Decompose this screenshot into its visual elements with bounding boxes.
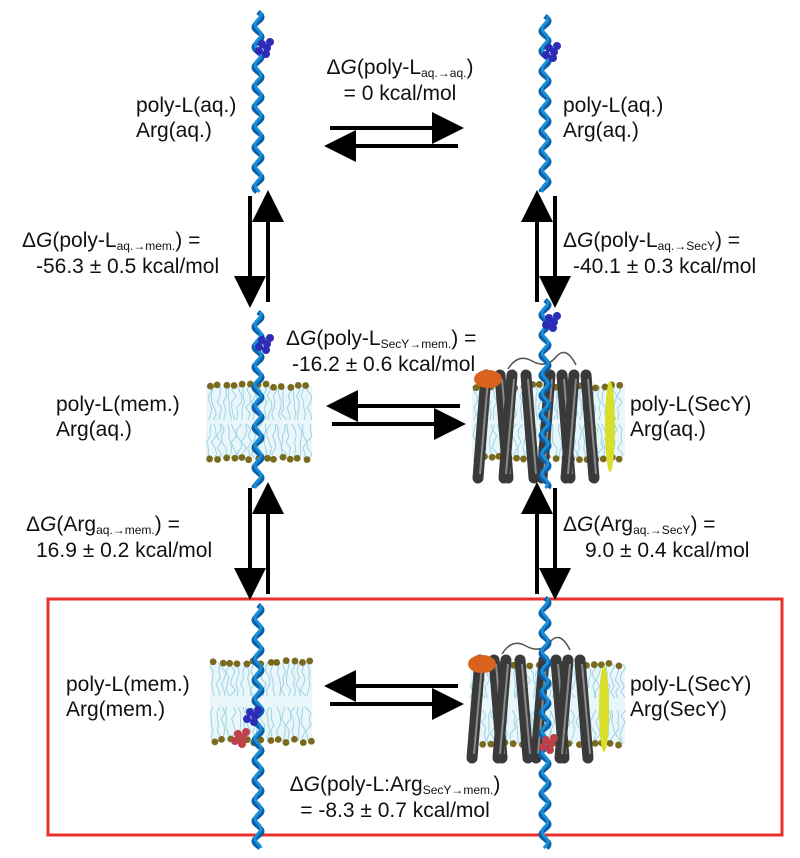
state-bot-left-line2: Arg(mem.) — [66, 698, 166, 721]
state-bot-right-line1: poly-L(SecY) — [630, 673, 752, 696]
arginine-mem-bot-left — [231, 728, 250, 748]
dg-bottom: ΔG(poly-L:ArgSecY→mem.) = -8.3 ± 0.7 kca… — [210, 772, 580, 824]
arginine-mid-left — [255, 334, 274, 354]
dg-right-upper: ΔG(poly-Laq.→SecY) = -40.1 ± 0.3 kcal/mo… — [563, 229, 757, 278]
secy-translocon-bot-right — [466, 636, 609, 764]
dg-left-lower-value: 16.9 ± 0.2 kcal/mol — [36, 539, 213, 562]
dg-top-value: = 0 kcal/mol — [343, 82, 457, 105]
arginine-top-left — [255, 38, 274, 58]
state-top-left-line2: Arg(aq.) — [136, 119, 212, 142]
state-mid-right-line1: poly-L(SecY) — [630, 393, 752, 416]
dg-right-lower: ΔG(Argaq.→SecY) = 9.0 ± 0.4 kcal/mol — [563, 513, 750, 562]
helix-bot-left — [251, 603, 265, 850]
dg-right-upper-value: -40.1 ± 0.3 kcal/mol — [573, 255, 757, 278]
state-bot-left-line1: poly-L(mem.) — [66, 673, 190, 696]
arginine-mid-right — [542, 312, 561, 332]
state-top-left-line1: poly-L(aq.) — [136, 94, 237, 117]
state-label-mid-left: poly-L(mem.) Arg(aq.) — [56, 392, 180, 442]
helix-top-right — [538, 14, 552, 193]
equilibrium-arrows-top — [324, 112, 464, 162]
helix-bot-right — [538, 596, 552, 850]
dg-left-upper: ΔG(poly-Laq.→mem.) = -56.3 ± 0.5 kcal/mo… — [22, 229, 220, 278]
dg-middle-value: -16.2 ± 0.6 kcal/mol — [292, 353, 476, 376]
dg-bottom-value: = -8.3 ± 0.7 kcal/mol — [300, 799, 490, 822]
state-top-right-line2: Arg(aq.) — [563, 119, 639, 142]
state-label-top-left: poly-L(aq.) Arg(aq.) — [136, 93, 236, 143]
state-bot-right-line2: Arg(SecY) — [630, 698, 727, 721]
state-label-bot-left: poly-L(mem.) Arg(mem.) — [66, 672, 190, 722]
state-label-bot-right: poly-L(SecY) Arg(SecY) — [630, 672, 751, 722]
state-mid-left-line1: poly-L(mem.) — [56, 393, 180, 416]
dg-left-upper-value: -56.3 ± 0.5 kcal/mol — [36, 255, 220, 278]
state-label-mid-right: poly-L(SecY) Arg(aq.) — [630, 392, 751, 442]
dg-middle: ΔG(poly-LSecY→mem.) = -16.2 ± 0.6 kcal/m… — [286, 327, 477, 376]
helix-mid-right — [538, 298, 552, 490]
dg-right-lower-value: 9.0 ± 0.4 kcal/mol — [585, 539, 750, 562]
state-mid-left-line2: Arg(aq.) — [56, 418, 132, 441]
dg-top: ΔG(poly-Laq.→aq.) = 0 kcal/mol — [300, 55, 500, 107]
equilibrium-arrows-bottom — [324, 670, 464, 720]
equilibrium-arrows-left-upper — [234, 190, 284, 308]
equilibrium-arrows-left-lower — [234, 482, 284, 600]
equilibrium-arrows-right-upper — [521, 190, 571, 308]
state-mid-right-line2: Arg(aq.) — [630, 418, 706, 441]
arginine-bot-left — [243, 706, 262, 726]
equilibrium-arrows-right-lower — [521, 482, 571, 600]
state-top-right-line1: poly-L(aq.) — [563, 94, 664, 117]
highlight-box — [46, 597, 784, 837]
arginine-secy-bot-right — [539, 734, 558, 754]
state-label-top-right: poly-L(aq.) Arg(aq.) — [563, 93, 663, 143]
equilibrium-arrows-middle — [326, 390, 466, 440]
dg-left-lower: ΔG(Argaq.→mem.) = 16.9 ± 0.2 kcal/mol — [26, 513, 213, 562]
helix-top-left — [251, 10, 265, 194]
arginine-top-right — [542, 42, 561, 62]
